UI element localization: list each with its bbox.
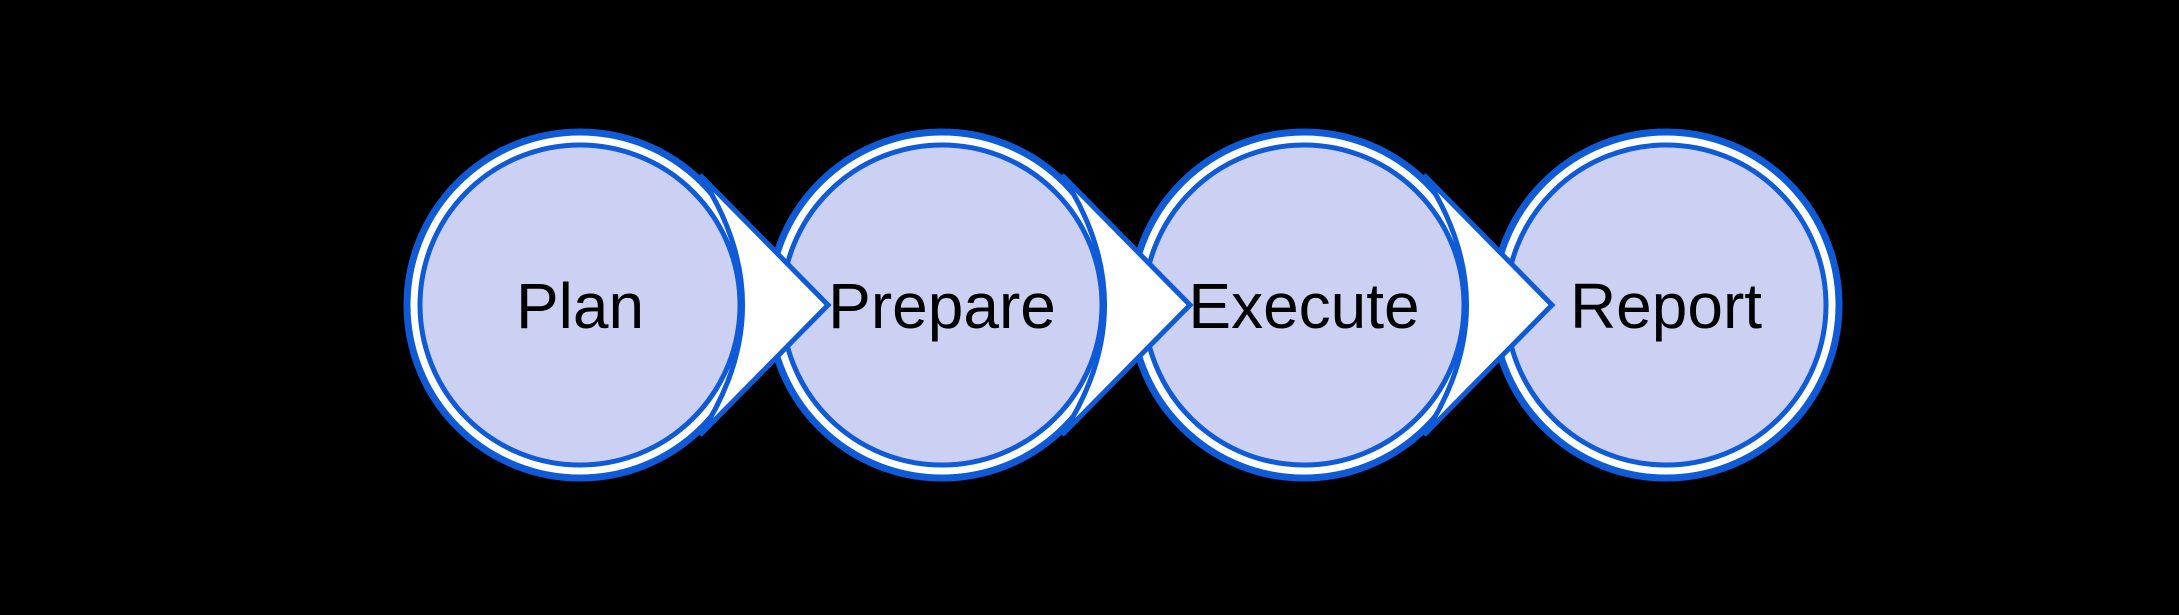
stage-label-report: Report — [1570, 270, 1762, 342]
stage-label-prepare: Prepare — [828, 270, 1056, 342]
stage-label-plan: Plan — [516, 270, 644, 342]
process-arrow-prepare-to-execute — [1059, 173, 1194, 437]
process-arrow-plan-to-prepare — [697, 173, 832, 437]
stage-label-execute: Execute — [1188, 270, 1419, 342]
process-arrow-execute-to-report — [1421, 173, 1556, 437]
